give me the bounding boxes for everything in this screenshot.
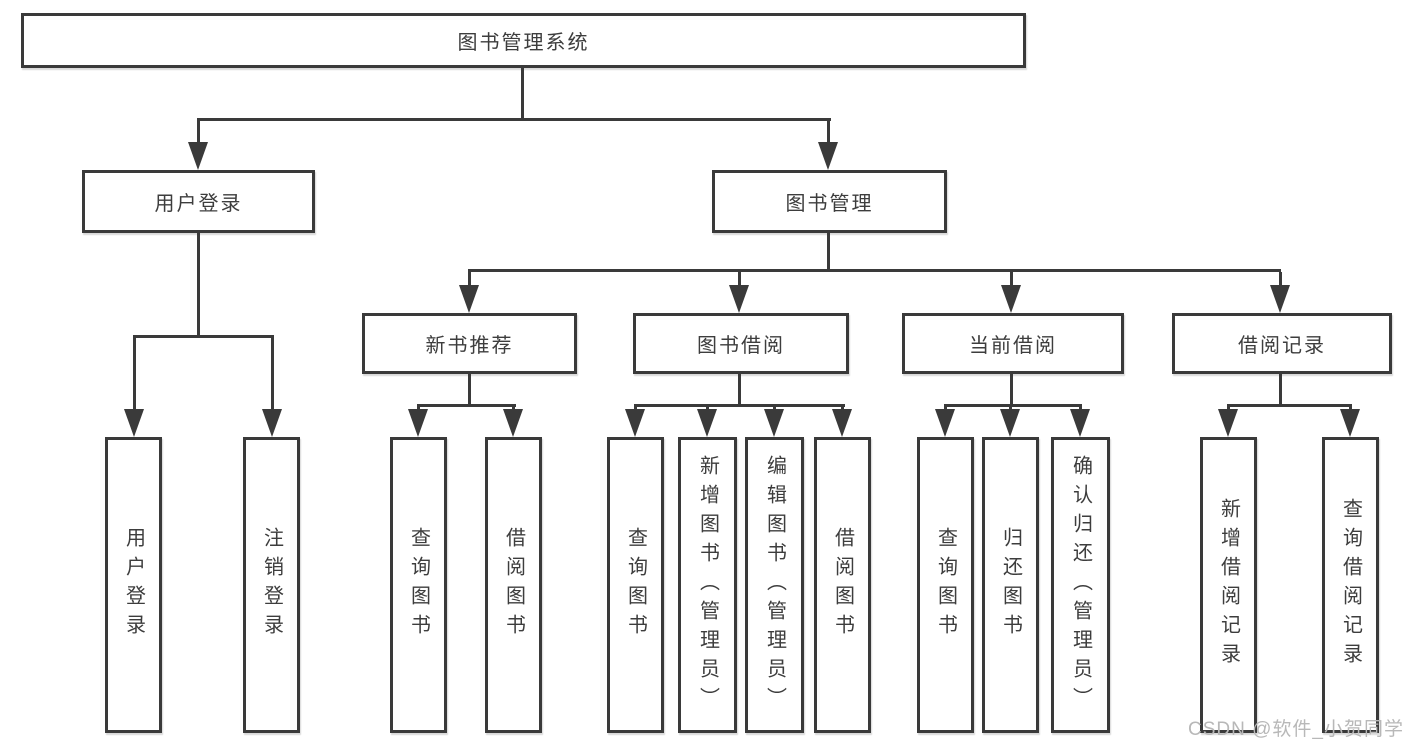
connector-line bbox=[1010, 374, 1013, 406]
node-book-borrow-label: 图书借阅 bbox=[697, 335, 785, 357]
arrowhead-down-icon bbox=[503, 409, 523, 437]
connector-line bbox=[468, 269, 1281, 272]
node-new-book-recommend: 新书推荐 bbox=[362, 313, 577, 374]
connector-line bbox=[417, 404, 516, 407]
leaf-user-login-label: 用户登录 bbox=[122, 527, 145, 643]
leaf-confirm-return-admin: 确认归还（管理员） bbox=[1051, 437, 1110, 733]
connector-line bbox=[738, 374, 741, 406]
connector-line bbox=[1279, 374, 1282, 406]
connector-line bbox=[827, 121, 830, 147]
connector-line bbox=[1010, 272, 1013, 288]
connector-line bbox=[197, 121, 200, 147]
connector-line bbox=[133, 335, 274, 338]
leaf-logout-label: 注销登录 bbox=[260, 527, 283, 643]
leaf-user-login: 用户登录 bbox=[105, 437, 162, 733]
node-current-borrow-label: 当前借阅 bbox=[969, 335, 1057, 357]
connector-line bbox=[944, 404, 1082, 407]
leaf-add-book-admin-label: 新增图书（管理员） bbox=[696, 454, 719, 716]
connector-line bbox=[827, 233, 830, 269]
arrowhead-down-icon bbox=[1270, 285, 1290, 313]
arrowhead-down-icon bbox=[729, 285, 749, 313]
leaf-edit-book-admin-label: 编辑图书（管理员） bbox=[763, 454, 786, 716]
leaf-add-borrow-record: 新增借阅记录 bbox=[1200, 437, 1257, 733]
leaf-query-borrow-record-label: 查询借阅记录 bbox=[1339, 498, 1362, 672]
arrowhead-down-icon bbox=[459, 285, 479, 313]
connector-line bbox=[1279, 272, 1282, 288]
arrowhead-down-icon bbox=[1218, 409, 1238, 437]
arrowhead-down-icon bbox=[625, 409, 645, 437]
leaf-query-borrow-record: 查询借阅记录 bbox=[1322, 437, 1379, 733]
leaf-query-books-current-label: 查询图书 bbox=[934, 527, 957, 643]
leaf-query-books-current: 查询图书 bbox=[917, 437, 974, 733]
node-library-system-label: 图书管理系统 bbox=[457, 32, 590, 54]
leaf-logout: 注销登录 bbox=[243, 437, 300, 733]
arrowhead-down-icon bbox=[262, 409, 282, 437]
csdn-watermark: CSDN @软件_小贺同学 bbox=[1188, 719, 1404, 740]
arrowhead-down-icon bbox=[1070, 409, 1090, 437]
arrowhead-down-icon bbox=[697, 409, 717, 437]
leaf-query-books-recommend: 查询图书 bbox=[390, 437, 447, 733]
arrowhead-down-icon bbox=[408, 409, 428, 437]
node-borrow-records-label: 借阅记录 bbox=[1238, 335, 1326, 357]
arrowhead-down-icon bbox=[1001, 285, 1021, 313]
node-new-book-recommend-label: 新书推荐 bbox=[425, 335, 514, 357]
node-library-system: 图书管理系统 bbox=[21, 13, 1026, 68]
leaf-return-books: 归还图书 bbox=[982, 437, 1039, 733]
connector-line bbox=[271, 338, 274, 410]
connector-line bbox=[634, 404, 845, 407]
leaf-add-book-admin: 新增图书（管理员） bbox=[678, 437, 737, 733]
node-current-borrow: 当前借阅 bbox=[902, 313, 1124, 374]
arrowhead-down-icon bbox=[188, 142, 208, 170]
arrowhead-down-icon bbox=[818, 142, 838, 170]
leaf-borrow-books-recommend: 借阅图书 bbox=[485, 437, 542, 733]
connector-line bbox=[197, 118, 831, 121]
connector-line bbox=[1227, 404, 1352, 407]
node-user-login: 用户登录 bbox=[82, 170, 315, 233]
leaf-borrow-books-label: 借阅图书 bbox=[831, 527, 854, 643]
node-user-login-label: 用户登录 bbox=[154, 193, 243, 215]
leaf-add-borrow-record-label: 新增借阅记录 bbox=[1217, 498, 1240, 672]
leaf-query-books-borrow: 查询图书 bbox=[607, 437, 664, 733]
arrowhead-down-icon bbox=[935, 409, 955, 437]
node-book-management-label: 图书管理 bbox=[785, 193, 874, 215]
connector-line bbox=[468, 272, 471, 288]
node-borrow-records: 借阅记录 bbox=[1172, 313, 1392, 374]
leaf-query-books-recommend-label: 查询图书 bbox=[407, 527, 430, 643]
leaf-borrow-books-recommend-label: 借阅图书 bbox=[502, 527, 525, 643]
leaf-borrow-books: 借阅图书 bbox=[814, 437, 871, 733]
arrowhead-down-icon bbox=[764, 409, 784, 437]
leaf-query-books-borrow-label: 查询图书 bbox=[624, 527, 647, 643]
arrowhead-down-icon bbox=[124, 409, 144, 437]
node-book-borrow: 图书借阅 bbox=[633, 313, 849, 374]
arrowhead-down-icon bbox=[1340, 409, 1360, 437]
arrowhead-down-icon bbox=[832, 409, 852, 437]
connector-line bbox=[738, 272, 741, 288]
leaf-confirm-return-admin-label: 确认归还（管理员） bbox=[1069, 454, 1092, 716]
connector-line bbox=[521, 68, 524, 120]
connector-line bbox=[468, 374, 471, 406]
connector-line bbox=[133, 338, 136, 410]
leaf-edit-book-admin: 编辑图书（管理员） bbox=[745, 437, 804, 733]
node-book-management: 图书管理 bbox=[712, 170, 947, 233]
connector-line bbox=[197, 233, 200, 337]
arrowhead-down-icon bbox=[1000, 409, 1020, 437]
leaf-return-books-label: 归还图书 bbox=[999, 527, 1022, 643]
